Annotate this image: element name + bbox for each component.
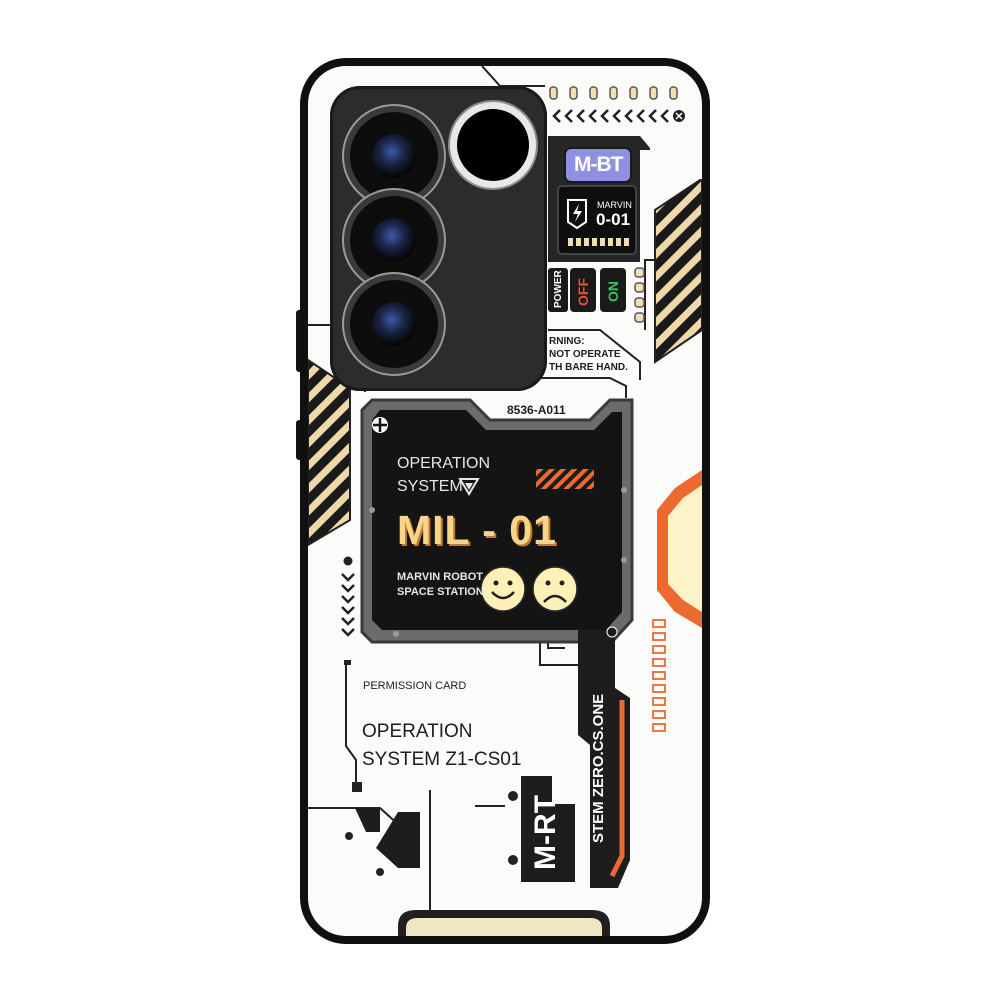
warning-line2: NOT OPERATE bbox=[549, 349, 621, 360]
warning-line3: TH BARE HAND. bbox=[549, 362, 628, 373]
station-line2: SPACE STATION bbox=[397, 586, 484, 598]
system-zero-tag: STEM ZERO.CS.ONE bbox=[590, 693, 607, 843]
permission-title-line1: OPERATION bbox=[362, 721, 473, 742]
on-label: ON bbox=[605, 281, 621, 302]
off-label: OFF bbox=[575, 278, 591, 306]
camera-lens-bottom bbox=[350, 280, 438, 368]
badge-label: M-BT bbox=[574, 153, 623, 176]
camera-lens-middle bbox=[350, 196, 438, 284]
model-title: MIL - 01 bbox=[397, 507, 557, 553]
os-line1: OPERATION bbox=[397, 455, 491, 472]
permission-label: PERMISSION CARD bbox=[363, 680, 467, 692]
screen-code: 8536-A011 bbox=[507, 403, 566, 417]
permission-title-line2: SYSTEM Z1-CS01 bbox=[362, 749, 522, 770]
marvin-line1: MARVIN bbox=[597, 200, 632, 210]
os-line2: SYSTEM bbox=[397, 478, 463, 495]
power-label: POWER bbox=[553, 270, 564, 308]
warning-line1: RNING: bbox=[549, 336, 585, 347]
flash-ring bbox=[457, 109, 529, 181]
marvin-line2: 0-01 bbox=[596, 210, 631, 229]
camera-lens-top bbox=[350, 112, 438, 200]
station-line1: MARVIN ROBOT bbox=[397, 571, 483, 583]
mbt-vertical-tag: M-RT bbox=[529, 795, 562, 870]
